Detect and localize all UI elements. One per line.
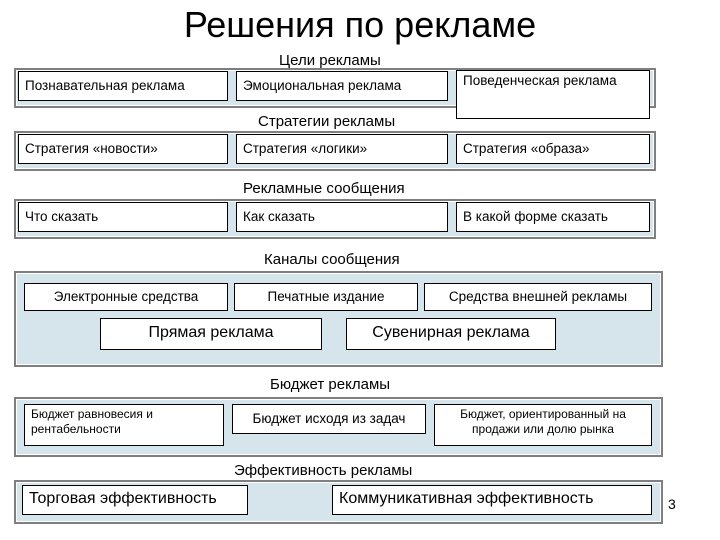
strategy-image-box: Стратегия «образа» — [456, 134, 650, 164]
budget-equilibrium-box: Бюджет равновесия и рентабельности — [24, 404, 224, 446]
channel-outdoor-box: Средства внешней рекламы — [424, 283, 652, 311]
budget-tasks-box: Бюджет исходя из задач — [232, 404, 426, 434]
goal-cognitive-box: Познавательная реклама — [18, 71, 228, 101]
message-how-box: Как сказать — [236, 202, 448, 232]
channel-souvenir-box: Сувенирная реклама — [346, 318, 556, 350]
page-number: 3 — [668, 496, 676, 512]
messages-label: Рекламные сообщения — [243, 180, 405, 197]
channel-print-box: Печатные издание — [234, 283, 418, 311]
efficiency-label: Эффективность рекламы — [234, 462, 413, 479]
channel-electronic-box: Электронные средства — [24, 283, 228, 311]
page-title: Решения по рекламе — [183, 4, 537, 45]
strategies-label: Стратегии рекламы — [258, 113, 396, 130]
goal-emotional-box: Эмоциональная реклама — [236, 71, 448, 101]
efficiency-trade-box: Торговая эффективность — [22, 485, 248, 515]
strategy-logic-box: Стратегия «логики» — [236, 134, 448, 164]
strategy-news-box: Стратегия «новости» — [18, 134, 228, 164]
efficiency-communicative-box: Коммуникативная эффективность — [332, 485, 652, 515]
budget-label: Бюджет рекламы — [270, 376, 391, 393]
goal-behavioral-box: Поведенческая реклама — [456, 70, 650, 119]
budget-sales-share-box: Бюджет, ориентированный на продажи или д… — [434, 404, 652, 446]
goals-label: Цели рекламы — [279, 52, 381, 69]
message-what-box: Что сказать — [18, 202, 228, 232]
message-form-box: В какой форме сказать — [456, 202, 650, 232]
channel-direct-box: Прямая реклама — [100, 318, 322, 350]
channels-label: Каналы сообщения — [264, 251, 400, 268]
